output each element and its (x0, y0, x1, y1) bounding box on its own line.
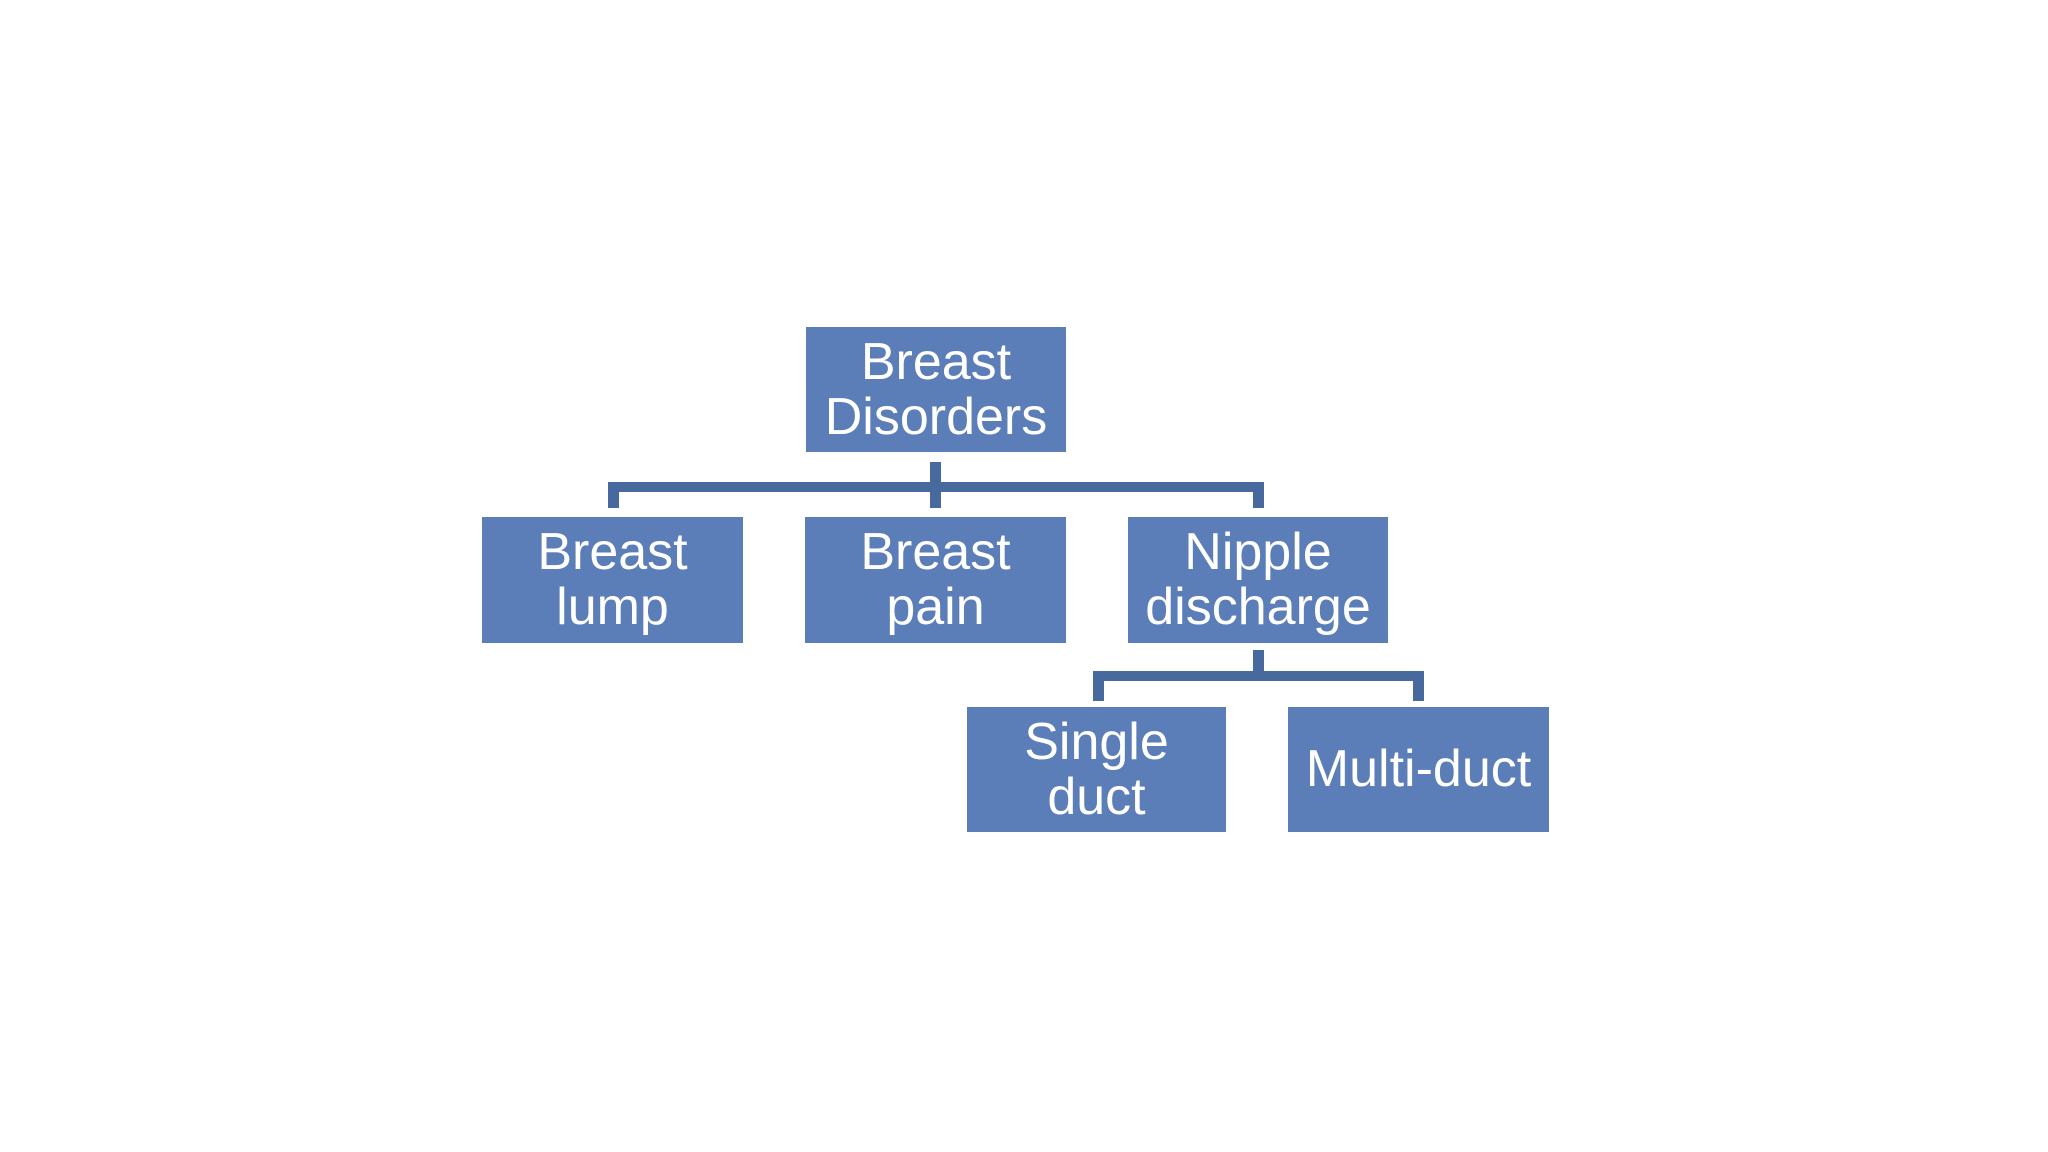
connector-nipple-discharge-stub (1253, 482, 1264, 508)
node-breast-lump: Breast lump (482, 517, 743, 643)
node-label-line: Breast (537, 523, 688, 581)
connector-single-duct-stub (1093, 671, 1104, 701)
node-label-line: Breast (860, 523, 1011, 581)
connector-multi-duct-stub (1413, 671, 1424, 701)
node-label-line: Breast (860, 332, 1012, 391)
node-label-line: duct (1047, 767, 1146, 826)
node-multi-duct: Multi-duct (1288, 707, 1549, 832)
node-label-line: pain (886, 578, 985, 636)
node-label-line: discharge (1145, 578, 1371, 636)
node-label-line: Disorders (824, 387, 1048, 446)
node-label-line: Nipple (1184, 523, 1332, 581)
node-single-duct: Single duct (967, 707, 1226, 832)
node-label-line: Multi-duct (1305, 740, 1532, 798)
connector-nipple-discharge-down-stub (1253, 650, 1264, 681)
connector-row3-rail (1093, 671, 1424, 681)
connector-row2-rail (608, 482, 1264, 492)
node-label-line: Single (1024, 712, 1169, 771)
node-breast-pain: Breast pain (805, 517, 1066, 643)
node-nipple-discharge: Nipple discharge (1128, 517, 1388, 643)
connector-breast-lump-stub (608, 482, 619, 508)
node-breast-disorders: Breast Disorders (806, 327, 1066, 452)
node-label-line: lump (556, 578, 669, 636)
